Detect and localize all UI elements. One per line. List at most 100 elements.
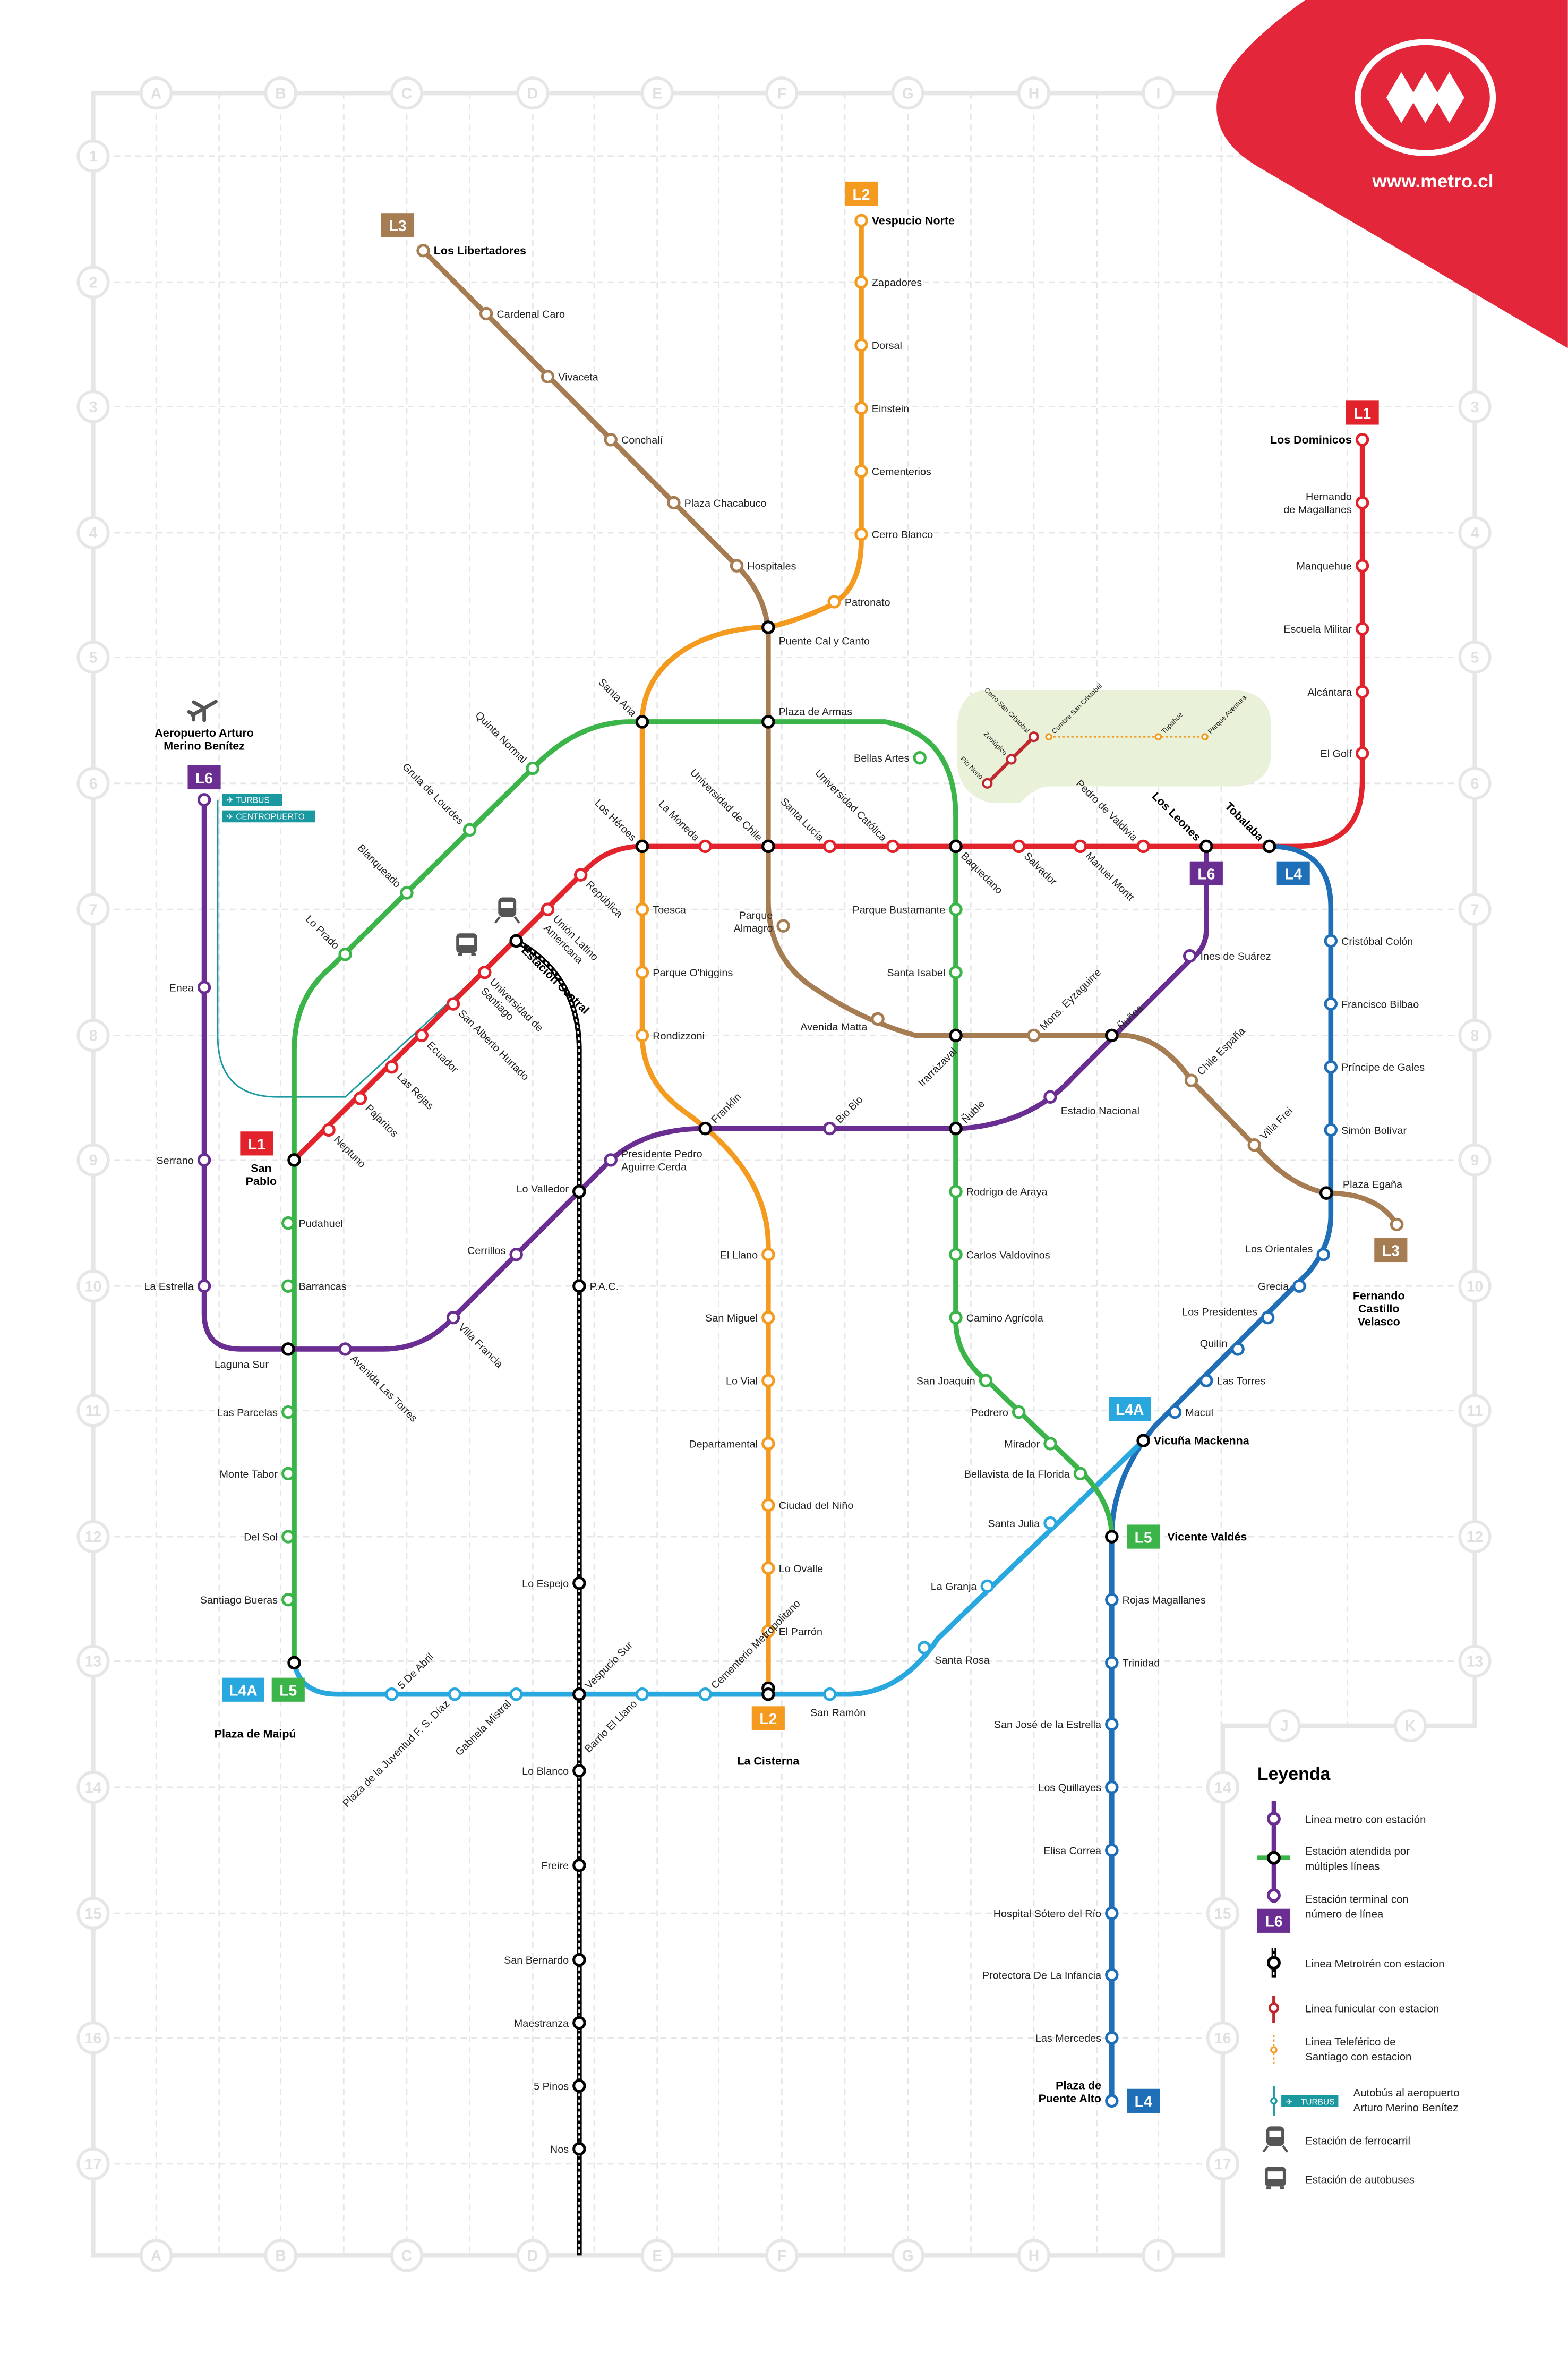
station-label: Barrio El Llano	[582, 1698, 639, 1755]
station-label-line: Gabriela Mistral	[453, 1698, 513, 1758]
station-marker	[1261, 1310, 1275, 1325]
station-label-line: El Golf	[1321, 748, 1352, 760]
station-label-line: Carlos Valdovinos	[966, 1249, 1050, 1261]
station-marker	[827, 595, 841, 609]
legend-teleferico-icon	[1270, 2035, 1278, 2065]
grid-row-label-marker	[76, 641, 110, 674]
station-label-line: Las Torres	[1217, 1376, 1266, 1387]
station-label-line: Castillo	[1358, 1302, 1400, 1315]
station-label: Universidad de Chile	[688, 767, 765, 844]
brand-corner: www.metro.cl	[1216, 0, 1568, 348]
station-label-line: Villa Francia	[456, 1322, 505, 1370]
brand-url[interactable]: www.metro.cl	[1372, 171, 1493, 192]
station-label: Macul	[1185, 1407, 1213, 1419]
station-label-line: Baquedano	[958, 850, 1005, 897]
line-badge-l3	[1374, 1238, 1408, 1263]
station-label-line: Aguirre Cerda	[621, 1161, 687, 1173]
station-marker	[1316, 1248, 1330, 1261]
station-label: Las Rejas	[395, 1071, 436, 1112]
station-label-line: Manuel Montt	[1083, 850, 1137, 904]
legend-metro-line-icon: L6	[1257, 1801, 1291, 1933]
station-marker	[980, 1579, 995, 1593]
station-label: Ñuble	[959, 1097, 987, 1126]
station-label-line: Santa Isabel	[887, 967, 945, 979]
grid-row-label-marker	[1206, 1897, 1239, 1930]
station-label-line: 5 De Abril	[396, 1651, 436, 1691]
station-label-line: Lo Vial	[726, 1376, 758, 1387]
grid-row-label: 12	[1467, 1528, 1483, 1545]
station-label-line: San Joaquín	[916, 1376, 975, 1387]
station-label-line: Ines de Suárez	[1201, 951, 1271, 962]
line-badge-label: L5	[1135, 1529, 1152, 1546]
grid-row-label-marker	[76, 390, 110, 423]
station-marker	[384, 1060, 399, 1074]
station-label: República	[584, 879, 625, 920]
station-label-line: Maestranza	[514, 2018, 569, 2030]
station-label-line: Fernando	[1353, 1290, 1405, 1302]
station-marker	[197, 1153, 211, 1167]
station-label-line: 5 Pinos	[534, 2081, 569, 2092]
station-marker	[761, 1310, 775, 1325]
line-badge-label: L3	[1382, 1242, 1400, 1259]
station-label-line: Alcántara	[1307, 687, 1352, 698]
station-label: Monte Tabor	[219, 1469, 278, 1480]
station-label: Enea	[169, 982, 194, 994]
station-marker	[1105, 1968, 1119, 1982]
station-label: Rodrigo de Araya	[966, 1187, 1048, 1198]
station-marker	[1027, 1028, 1041, 1043]
line-badge-l2	[751, 1706, 785, 1730]
station-label-line: Lo Ovalle	[779, 1563, 824, 1575]
station-label-line: Zapadores	[872, 277, 922, 288]
station-marker	[572, 1764, 586, 1778]
station-marker	[635, 1028, 649, 1043]
station-marker	[415, 1028, 429, 1043]
station-label: Mons. Eyzaguirre	[1038, 967, 1103, 1033]
airport-bus-badge	[222, 810, 315, 823]
station-label-line: Nos	[550, 2144, 569, 2155]
station-label: Simón Bolívar	[1341, 1125, 1407, 1137]
station-label-line: Trinidad	[1123, 1658, 1160, 1669]
station-label: Santa Ana	[596, 677, 638, 719]
station-label-line: Santa Julia	[988, 1518, 1040, 1530]
airport-bus-label: ✈ CENTROPUERTO	[227, 813, 305, 822]
grid-row-label: 13	[1467, 1653, 1483, 1670]
station-label-line: Bio Bio	[834, 1094, 866, 1126]
legend-item-label: múltiples líneas	[1305, 1861, 1380, 1872]
grid-column-label-marker	[1017, 76, 1050, 110]
legend-item-label: Linea Teleférico de	[1305, 2036, 1395, 2048]
metro-logo	[1355, 39, 1496, 156]
grid-row-label: 11	[85, 1402, 101, 1419]
grid-column-label: H	[1029, 2247, 1039, 2264]
station-marker	[698, 839, 712, 854]
station-marker	[1355, 622, 1369, 636]
station-label-line: Los Orientales	[1245, 1243, 1313, 1255]
station-label-line: Cerro Blanco	[872, 529, 933, 541]
grid-row-label-marker	[76, 1644, 110, 1678]
station-label-line: Vicuña Mackenna	[1154, 1435, 1250, 1447]
station-marker	[761, 1437, 775, 1451]
legend-item-label: Estación de autobuses	[1305, 2175, 1415, 2186]
station-label: El Parrón	[779, 1626, 822, 1638]
legend-item-label: Arturo Merino Benítez	[1353, 2102, 1459, 2114]
legend-title: Leyenda	[1257, 1764, 1331, 1784]
station-label-line: Merino Benítez	[164, 739, 245, 752]
station-label: Salvador	[1022, 850, 1059, 888]
station-label-line: Toesca	[653, 904, 686, 916]
grid-column-label-marker	[1142, 2239, 1175, 2272]
station-marker	[1136, 1434, 1150, 1447]
station-label-line: Cerrillos	[467, 1245, 506, 1257]
station-label: 5 Pinos	[534, 2081, 569, 2092]
legend-item-label: Autobús al aeropuerto	[1353, 2087, 1460, 2099]
station-marker	[698, 1121, 712, 1136]
station-label: Toesca	[653, 904, 686, 916]
grid-column-label-marker	[891, 2239, 924, 2272]
station-label-line: Elisa Correa	[1043, 1845, 1101, 1857]
grid-row-label-marker	[76, 1520, 110, 1554]
station-label-line: Bellavista de la Florida	[964, 1469, 1070, 1480]
station-label: Protectora De La Infancia	[982, 1970, 1101, 1981]
grid-row-label-marker	[1206, 1770, 1239, 1804]
station-label-line: Las Mercedes	[1035, 2033, 1101, 2044]
station-marker	[635, 715, 649, 729]
